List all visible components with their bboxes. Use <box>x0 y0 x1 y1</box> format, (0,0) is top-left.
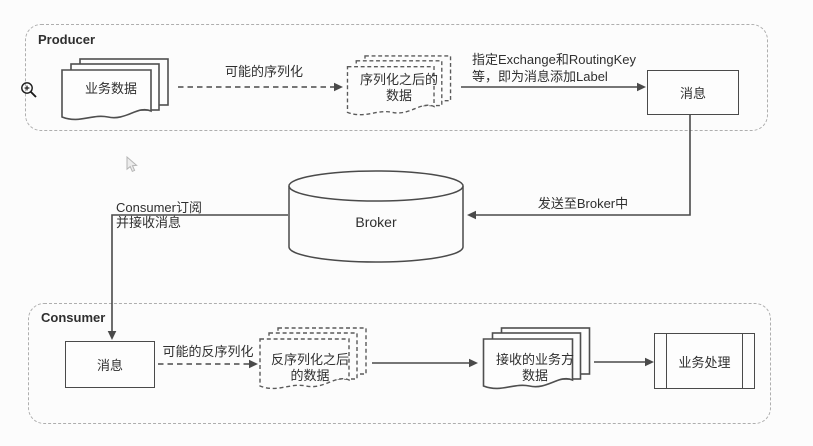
deserialize-arrow-label: 可能的反序列化 <box>162 344 254 359</box>
broker-label: Broker <box>355 214 397 230</box>
consumer-group <box>28 303 771 424</box>
received-data-line1: 接收的业务方 <box>495 352 574 367</box>
zoom-in-icon <box>21 82 37 98</box>
process-box-right-bar <box>742 334 743 388</box>
deserialized-data-line1: 反序列化之后 <box>270 352 349 367</box>
consumer-message-box: 消息 <box>65 341 155 388</box>
process-box-left-bar <box>666 334 667 388</box>
broker-cylinder <box>288 170 464 263</box>
serialize-arrow-label: 可能的序列化 <box>224 64 303 79</box>
deserialized-data-documents-icon <box>259 327 367 390</box>
exchange-note-line2: 等，即为消息添加Label <box>472 69 608 84</box>
deserialized-data-label: 反序列化之后 的数据 <box>260 352 360 384</box>
received-data-line2: 数据 <box>521 368 548 383</box>
producer-message-label: 消息 <box>679 86 706 101</box>
received-data-label: 接收的业务方 数据 <box>482 352 588 384</box>
business-data-documents-icon <box>61 58 169 121</box>
business-process-label: 业务处理 <box>678 354 731 370</box>
received-data-documents-icon <box>482 327 591 390</box>
serialized-data-line1: 序列化之后的 <box>359 72 438 87</box>
subscribe-note-line1: Consumer订阅 <box>116 200 202 215</box>
serialized-data-line2: 数据 <box>385 88 412 103</box>
serialized-data-label: 序列化之后的 数据 <box>346 72 452 104</box>
business-data-label: 业务数据 <box>84 81 137 96</box>
send-arrowhead-icon <box>467 210 476 220</box>
subscribe-note-label: Consumer订阅 并接收消息 <box>116 200 202 230</box>
producer-title: Producer <box>38 32 96 47</box>
consumer-message-label: 消息 <box>96 358 123 373</box>
consumer-title: Consumer <box>41 310 106 325</box>
producer-message-box: 消息 <box>647 70 739 115</box>
producer-group <box>25 24 768 131</box>
cursor-icon <box>126 156 138 173</box>
serialized-data-documents-icon <box>346 55 452 116</box>
subscribe-note-line2: 并接收消息 <box>116 215 182 230</box>
deserialized-data-line2: 的数据 <box>290 368 330 383</box>
exchange-note-line1: 指定Exchange和RoutingKey <box>472 52 637 67</box>
business-process-box: 业务处理 <box>654 333 755 389</box>
send-note-label: 发送至Broker中 <box>537 196 629 211</box>
exchange-note-label: 指定Exchange和RoutingKey 等，即为消息添加Label <box>472 51 636 85</box>
